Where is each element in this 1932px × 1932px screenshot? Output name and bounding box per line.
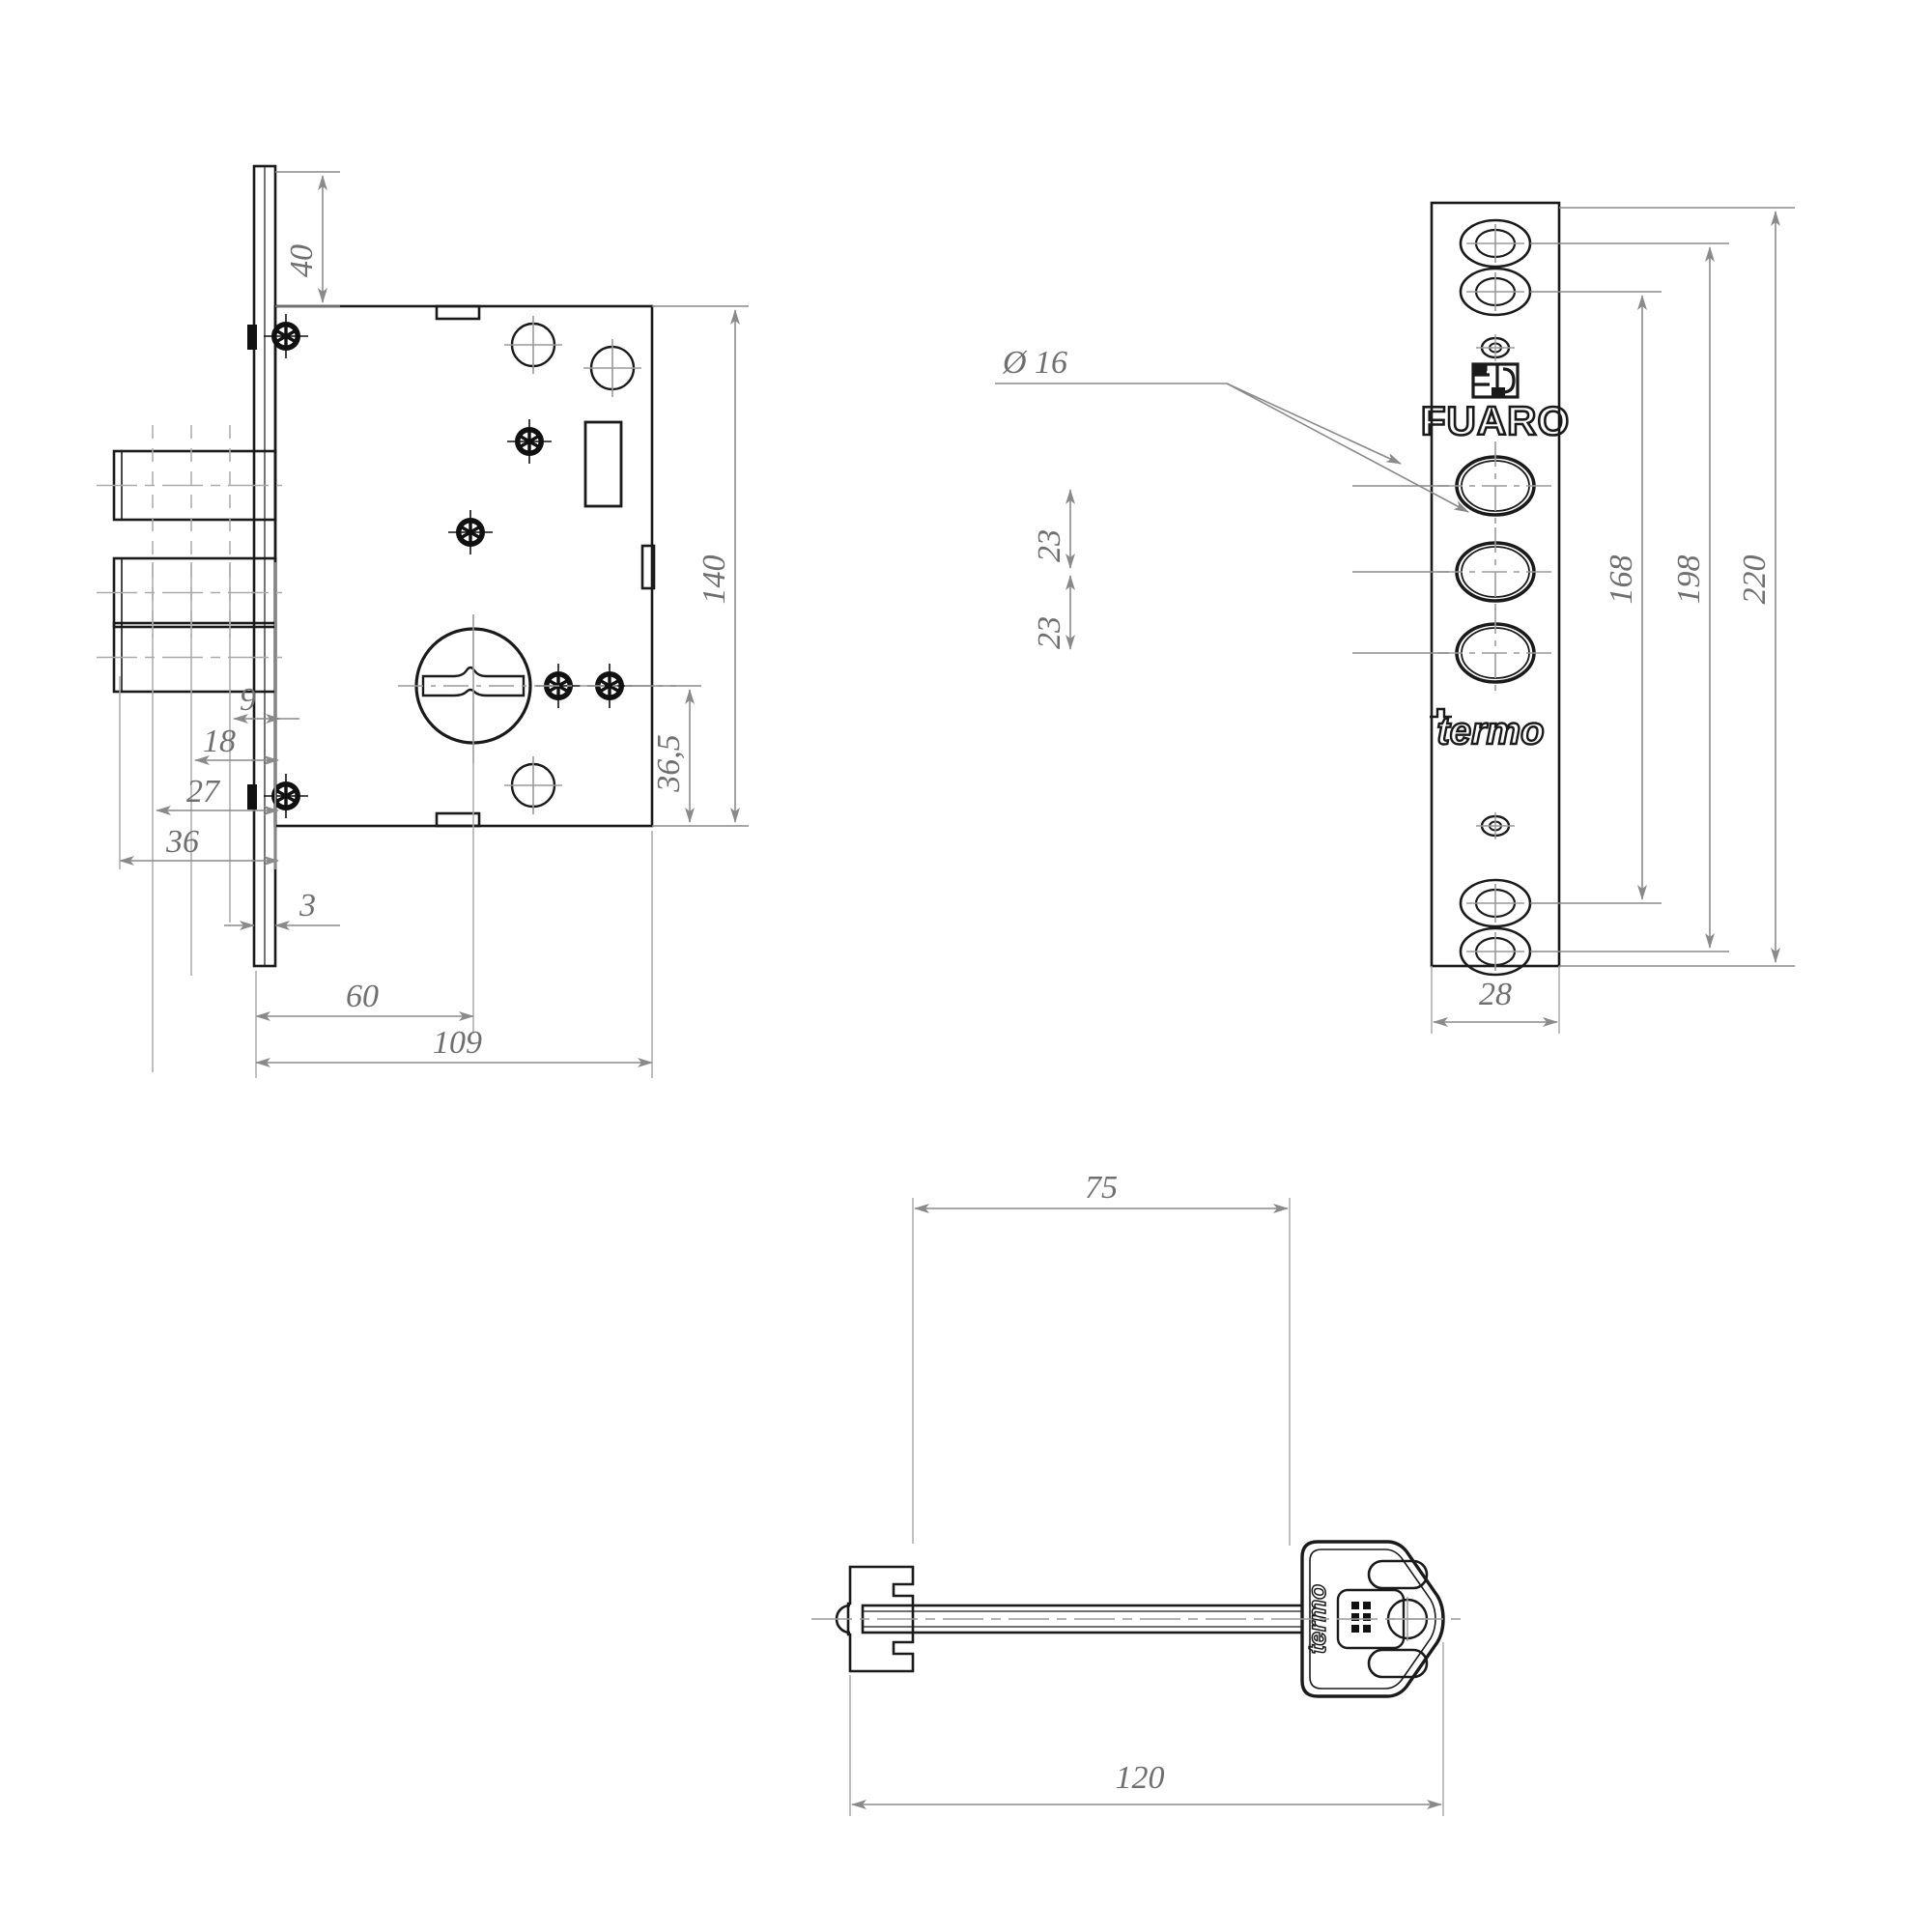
dim-label-23-a: 23 [1032, 529, 1067, 562]
dimension-40: 40 [275, 171, 340, 307]
termo-plate-text: termo [1436, 710, 1544, 753]
dimension-220: 220 [1559, 207, 1795, 967]
dim-label-60: 60 [346, 979, 379, 1014]
dimension-9: 9 [233, 682, 299, 724]
dimension-3: 3 [224, 888, 340, 930]
dimension-36-5: 36,5 [630, 685, 701, 823]
dimension-198: 198 [1530, 242, 1729, 952]
dimension-27: 27 [156, 774, 279, 815]
dimension-dia16: Ø 16 [995, 345, 1469, 513]
dim-label-120: 120 [1116, 1760, 1165, 1796]
dimension-60: 60 [255, 753, 474, 1034]
termo-wordmark-plate: termo [1430, 707, 1546, 753]
dimension-140: 140 [652, 305, 749, 827]
dim-label-109: 109 [433, 1025, 482, 1061]
dim-label-23-b: 23 [1032, 616, 1067, 649]
dim-label-75: 75 [1085, 1170, 1118, 1206]
dim-label-18: 18 [203, 724, 236, 759]
dimension-18: 18 [194, 724, 279, 765]
faceplate-front-view: FUARO [995, 201, 1795, 1034]
dimension-36: 36 [119, 676, 279, 869]
dim-label-40: 40 [284, 244, 320, 277]
dim-label-9: 9 [240, 682, 256, 718]
dim-label-36-5: 36,5 [651, 734, 687, 793]
dim-label-27: 27 [186, 774, 221, 810]
dimension-23-a: 23 [1032, 485, 1449, 573]
dim-label-28: 28 [1479, 977, 1512, 1012]
dimension-75: 75 [912, 1170, 1291, 1546]
dim-label-3: 3 [298, 888, 316, 923]
side-section-view: 40 140 36,5 9 18 27 [97, 164, 749, 1078]
dimension-168: 168 [1530, 291, 1662, 904]
dim-label-dia16: Ø 16 [1002, 345, 1067, 381]
key-view: termo 75 120 [811, 1170, 1468, 1816]
dimension-28: 28 [1431, 966, 1560, 1034]
faceplate-bolt-holes [1437, 441, 1553, 697]
dim-label-198: 198 [1671, 555, 1707, 605]
dim-label-168: 168 [1604, 555, 1639, 605]
dimension-23-b: 23 [1032, 575, 1449, 654]
dimension-120: 120 [849, 1642, 1444, 1816]
dimension-109: 109 [255, 831, 653, 1078]
fuaro-monogram-icon [1471, 362, 1520, 399]
dim-label-36: 36 [165, 824, 199, 860]
fuaro-wordmark: FUARO [1421, 398, 1570, 443]
dim-label-140: 140 [696, 555, 732, 605]
dim-label-220: 220 [1737, 555, 1773, 605]
